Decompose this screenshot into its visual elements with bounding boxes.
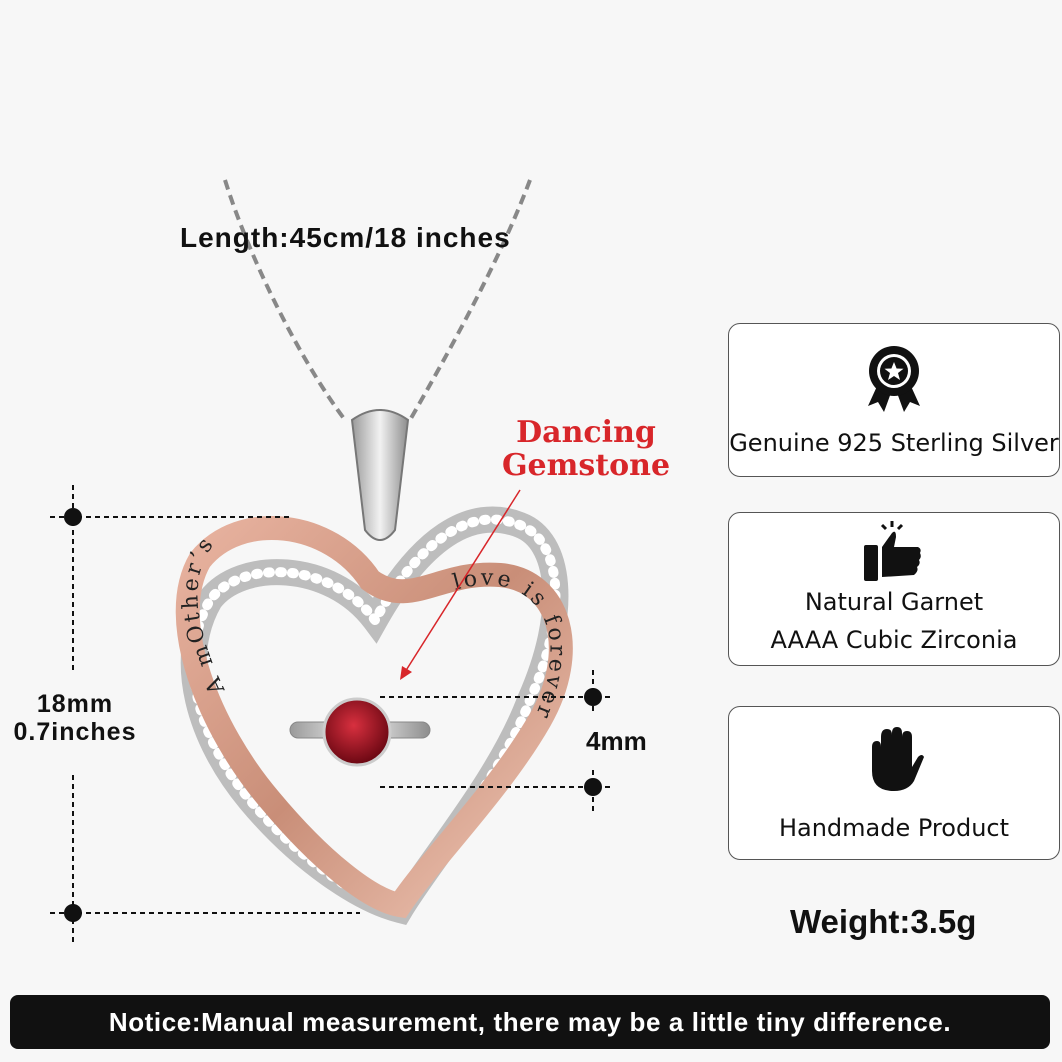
feature-card-gemstone: Natural Garnet AAAA Cubic Zirconia <box>728 512 1060 666</box>
rose-gold-heart <box>175 516 573 919</box>
garnet-gemstone <box>322 697 392 767</box>
feature-card-silver: Genuine 925 Sterling Silver <box>728 323 1060 477</box>
award-ribbon-icon <box>868 346 920 412</box>
dancing-gemstone-callout: Dancing Gemstone <box>498 416 674 482</box>
weight-label: Weight:3.5g <box>790 903 977 940</box>
feature-label: Handmade Product <box>778 814 1010 842</box>
chain-length-label: Length:45cm/18 inches <box>180 222 511 253</box>
bail <box>350 409 410 541</box>
chain <box>223 179 532 422</box>
hand-icon <box>872 727 924 791</box>
height-inches: 0.7inches <box>13 718 137 746</box>
feature-card-handmade: Handmade Product <box>728 706 1060 860</box>
feature-label: Natural Garnet <box>804 588 984 616</box>
height-mm: 18mm <box>36 690 114 718</box>
callout-line-1: Dancing <box>516 415 656 450</box>
feature-label: AAAA Cubic Zirconia <box>770 626 1018 654</box>
thumbs-up-icon <box>864 521 921 581</box>
notice-banner: Notice:Manual measurement, there may be … <box>10 995 1050 1049</box>
feature-label: Genuine 925 Sterling Silver <box>729 429 1059 457</box>
callout-line-2: Gemstone <box>501 448 671 483</box>
height-dimension-label: 18mm 0.7inches <box>0 690 150 746</box>
callout-arrow <box>404 489 521 673</box>
stone-size-label: 4mm <box>586 726 647 756</box>
